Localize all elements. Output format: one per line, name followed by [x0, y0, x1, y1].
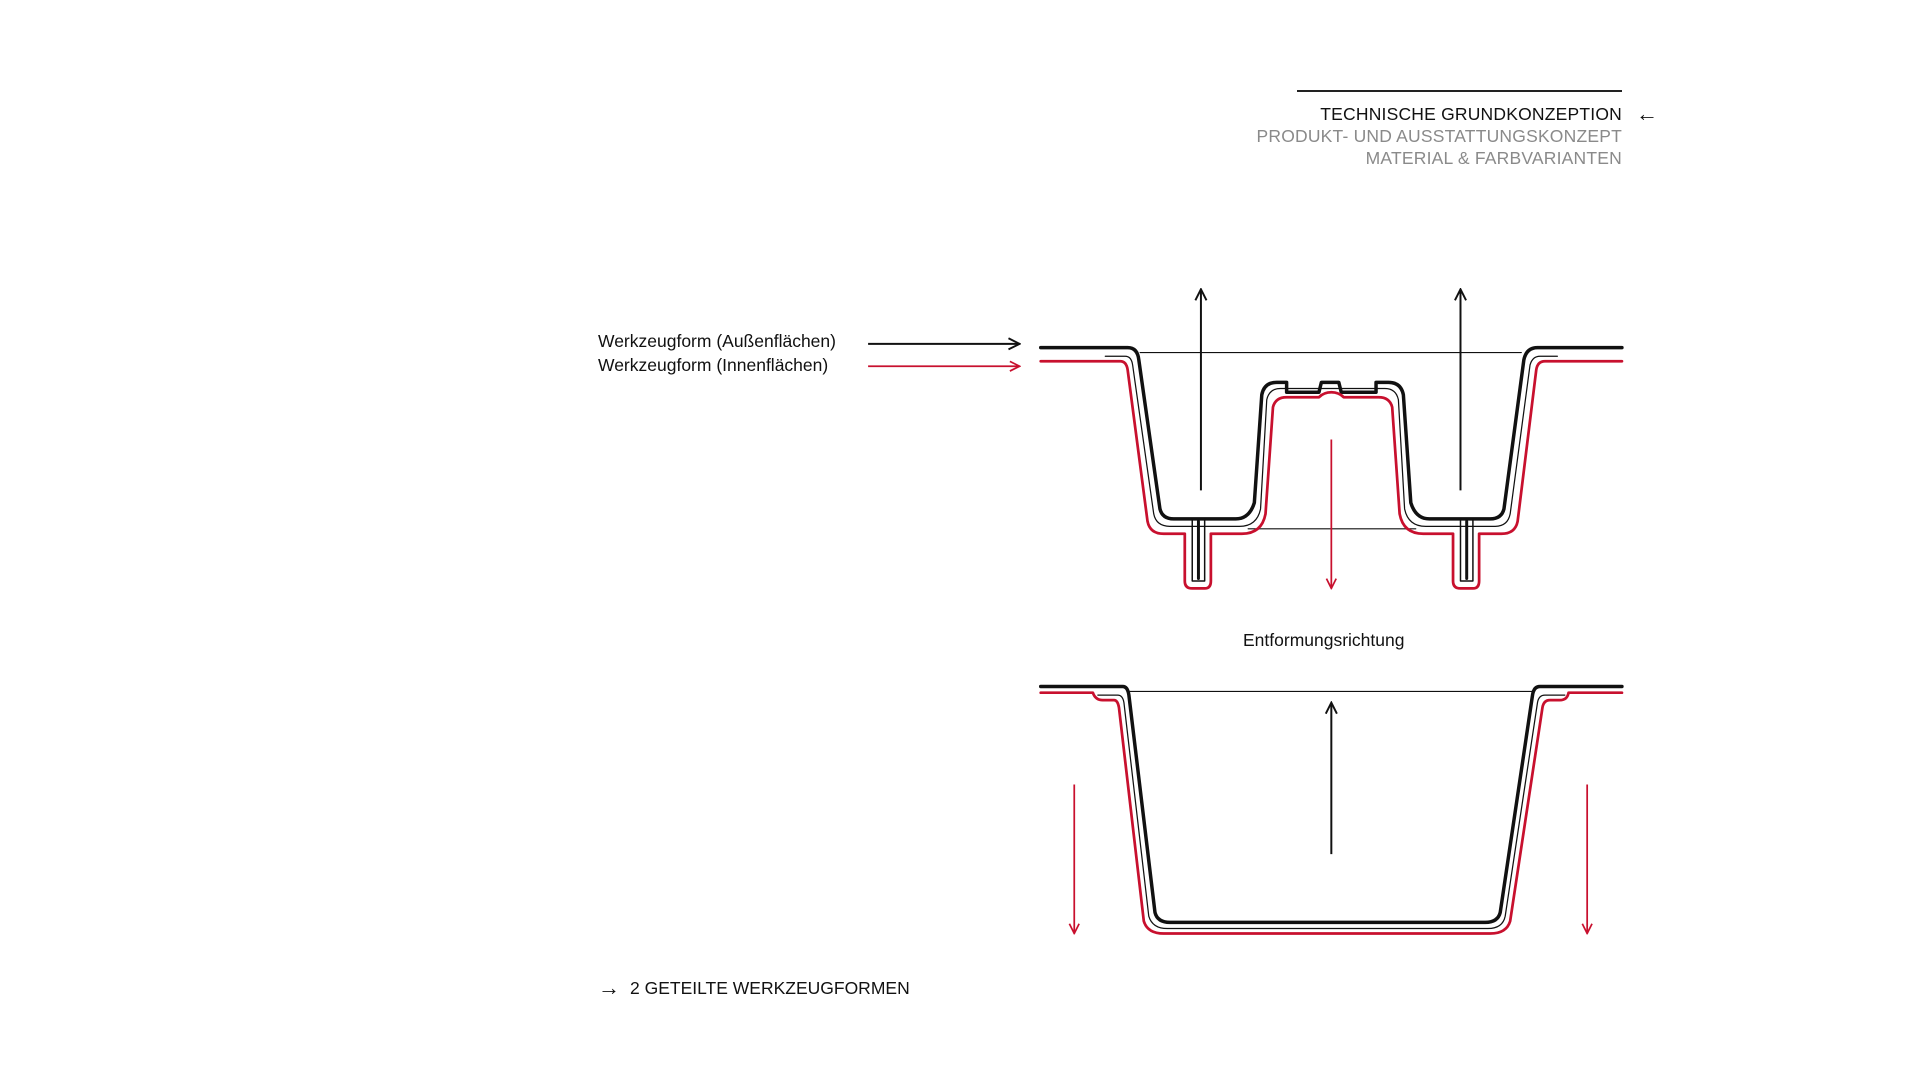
nav-item-material-farbvarianten[interactable]: MATERIAL & FARBVARIANTEN — [1365, 148, 1622, 168]
legend-outer-label: Werkzeugform (Außenflächen) — [598, 331, 836, 351]
outer-surface — [1038, 345, 1624, 521]
inner-thin-line — [1097, 694, 1566, 930]
inner-thin-line — [1104, 355, 1558, 527]
left-peg — [1191, 518, 1206, 582]
arrow-left-icon: ← — [1636, 101, 1658, 126]
outer-surface — [1038, 684, 1624, 925]
legend-inner-label: Werkzeugform (Innenflächen) — [598, 355, 829, 375]
nav-divider — [1297, 90, 1622, 92]
diagram-caption: Entformungsrichtung — [1243, 630, 1405, 650]
right-peg — [1459, 518, 1474, 582]
inner-surface — [1039, 359, 1624, 590]
arrow-right-icon: → — [598, 975, 620, 1000]
upper-mold — [1038, 345, 1624, 590]
footer-note: → 2 GETEILTE WERKZEUGFORMEN — [598, 975, 910, 1001]
inner-surface — [1039, 691, 1624, 935]
section-nav: TECHNISCHE GRUNDKONZEPTION PRODUKT- UND … — [1256, 103, 1622, 169]
nav-item-technische-grundkonzeption[interactable]: TECHNISCHE GRUNDKONZEPTION — [1320, 104, 1622, 124]
lower-mold — [1038, 684, 1624, 935]
nav-item-produkt-ausstattungskonzept[interactable]: PRODUKT- UND AUSSTATTUNGSKONZEPT — [1256, 126, 1622, 146]
footer-label: 2 GETEILTE WERKZEUGFORMEN — [630, 978, 910, 998]
